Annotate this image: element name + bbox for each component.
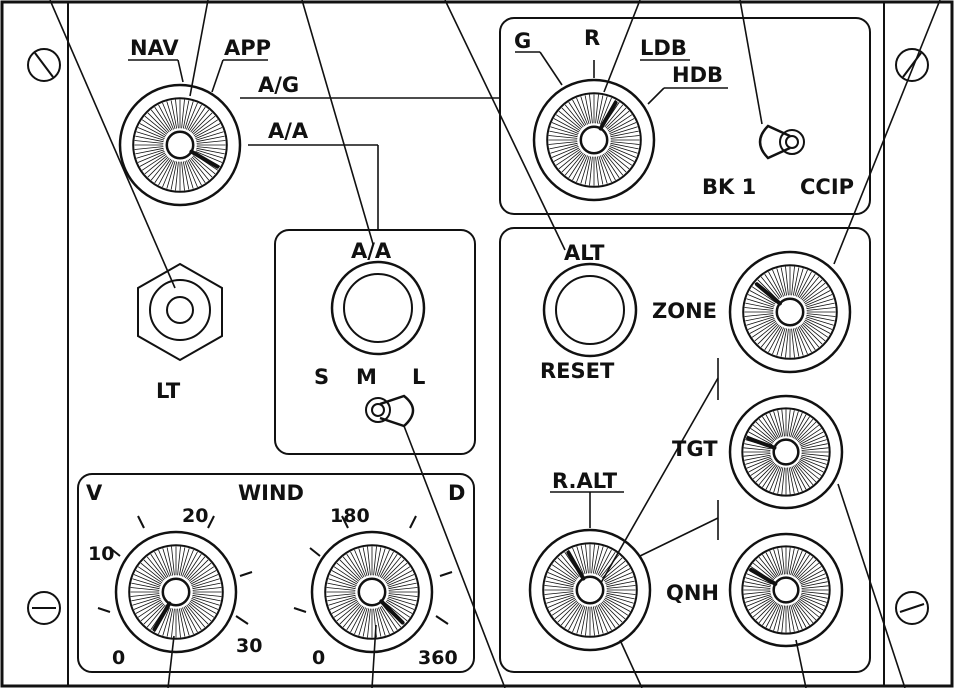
ag-label: A/G: [258, 73, 299, 97]
wind-title: WIND: [238, 481, 304, 505]
toggle-switch-icon: [758, 124, 805, 160]
ldb-label: LDB: [640, 36, 687, 60]
app-label: APP: [224, 36, 271, 60]
aa-panel: [274, 229, 476, 455]
alt-label: ALT: [564, 241, 605, 265]
d-scale-0: 0: [312, 647, 325, 669]
bk1-label: BK 1: [702, 175, 756, 199]
r-label: R: [584, 26, 600, 50]
wind-d-label: D: [448, 481, 465, 505]
zone-label: ZONE: [652, 299, 717, 323]
rotary-knob-icon: [310, 530, 434, 654]
rotary-knob-icon: [532, 78, 656, 202]
ccip-label: CCIP: [800, 175, 854, 199]
hdb-label: HDB: [672, 63, 723, 87]
altitude-panel: [499, 227, 871, 673]
rotary-knob-icon: [728, 250, 852, 374]
wind-v-label: V: [86, 481, 103, 505]
size-s-label: S: [314, 365, 329, 389]
push-button-icon: [330, 260, 426, 356]
rotary-knob-icon: [114, 530, 238, 654]
wind-ticks: [97, 515, 453, 625]
wind-panel: [77, 473, 475, 673]
leader-lines: [49, 0, 941, 688]
screw-icon: [895, 48, 929, 82]
aa-mode-label: A/A: [268, 119, 309, 143]
g-label: G: [514, 29, 531, 53]
v-scale-0: 0: [112, 647, 125, 669]
size-l-label: L: [412, 365, 425, 389]
reset-label: RESET: [540, 359, 615, 383]
tgt-label: TGT: [672, 437, 718, 461]
toggle-switch-icon: [365, 394, 415, 428]
hex-light-icon: [137, 262, 223, 362]
v-scale-10: 10: [88, 543, 114, 565]
ralt-label: R.ALT: [552, 469, 618, 493]
screw-icon: [27, 48, 61, 82]
rotary-knob-icon: [118, 83, 242, 207]
v-scale-20: 20: [182, 505, 208, 527]
screw-icon: [895, 591, 929, 625]
d-scale-360: 360: [418, 647, 458, 669]
nav-label: NAV: [130, 36, 179, 60]
push-button-icon: [542, 262, 638, 358]
lt-label: LT: [156, 379, 181, 403]
aa-button-label: A/A: [351, 239, 392, 263]
size-m-label: M: [356, 365, 377, 389]
rotary-knob-icon: [728, 394, 844, 510]
qnh-label: QNH: [666, 581, 719, 605]
rotary-knob-icon: [728, 532, 844, 648]
v-scale-30: 30: [236, 635, 262, 657]
d-scale-180: 180: [330, 505, 370, 527]
screw-icon: [27, 591, 61, 625]
rotary-knob-icon: [528, 528, 652, 652]
